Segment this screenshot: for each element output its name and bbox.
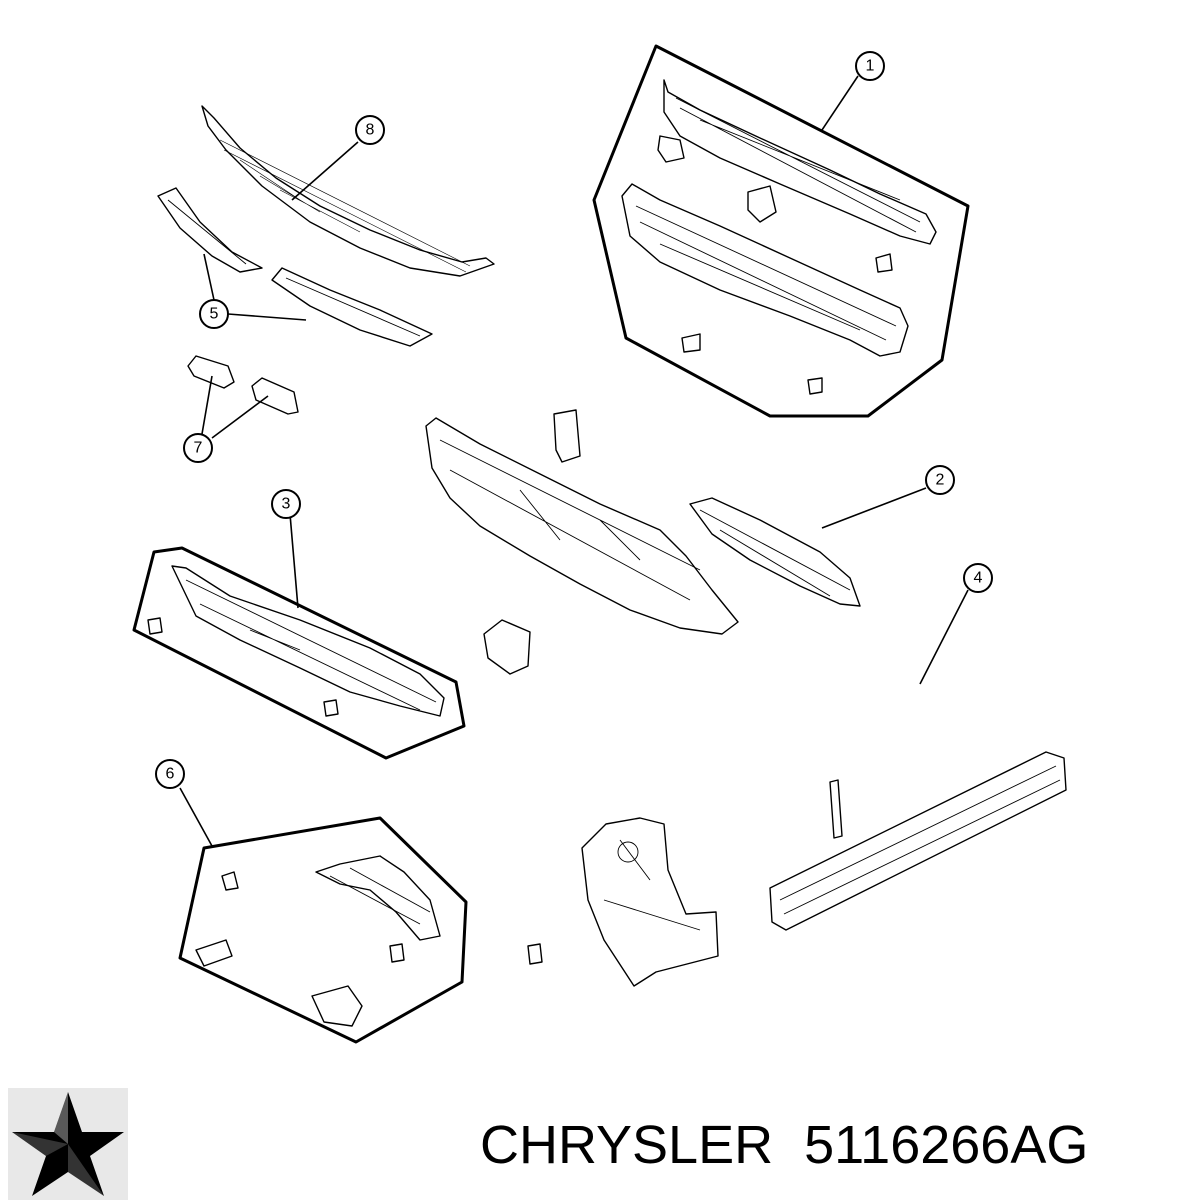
- callout-2: 2: [925, 465, 955, 495]
- part-number: 5116266AG: [804, 1115, 1089, 1175]
- clip-3a: [147, 617, 163, 635]
- dash-panel-side: [689, 497, 861, 607]
- callout-7: 7: [183, 433, 213, 463]
- cowl-top-panel: [201, 105, 495, 277]
- part-title: CHRYSLER 5116266AG: [480, 1110, 1180, 1180]
- callout-1: 1: [855, 51, 885, 81]
- part-group-6: [178, 787, 468, 1044]
- bracket-1b: [747, 185, 777, 223]
- callout-3: 3: [271, 489, 301, 519]
- callout-8: 8: [355, 115, 385, 145]
- bracket-1d: [681, 333, 701, 353]
- group-1-outline: [592, 44, 970, 418]
- part-group-5: [157, 187, 433, 347]
- group-6-outline: [178, 816, 468, 1044]
- callout-label: 5: [210, 306, 219, 323]
- chrysler-pentastar-logo-icon: [8, 1088, 128, 1200]
- pillar-panel: [581, 817, 719, 987]
- group-3-outline: [132, 546, 466, 760]
- callout-label: 1: [866, 58, 875, 75]
- part-group-2: [425, 409, 927, 675]
- clip-7b: [251, 377, 299, 415]
- cowl-trim-left: [157, 187, 263, 273]
- callout-label: 4: [974, 570, 983, 587]
- dash-panel-main: [425, 417, 739, 635]
- part-group-7: [187, 355, 299, 439]
- callout-label: 3: [282, 496, 291, 513]
- wh-bracket: [311, 985, 363, 1027]
- cowl-panel-upper: [663, 79, 937, 245]
- plenum-panel: [171, 565, 445, 717]
- wh-clip-c: [389, 943, 405, 963]
- callout-label: 6: [166, 766, 175, 783]
- callout-6: 6: [155, 759, 185, 789]
- wh-clip-a: [221, 871, 239, 891]
- sill-panel: [769, 751, 1067, 931]
- wheelhouse-inner: [315, 855, 441, 941]
- callout-label: 8: [366, 122, 375, 139]
- clip-7a: [187, 355, 235, 389]
- pillar-clip: [527, 943, 543, 965]
- bracket-1e: [807, 377, 823, 395]
- part-group-1: [592, 44, 970, 418]
- cowl-panel-lower: [621, 183, 909, 357]
- part-group-3: [132, 513, 466, 760]
- sill-bracket: [829, 779, 843, 839]
- clip-3b: [323, 699, 339, 717]
- part-group-4: [527, 589, 1067, 987]
- bracket-1a: [657, 135, 685, 163]
- dash-duct: [483, 619, 531, 675]
- callout-label: 7: [194, 440, 203, 457]
- brand-name: CHRYSLER: [480, 1115, 774, 1175]
- wh-clip-b: [195, 939, 233, 967]
- part-group-8: [201, 105, 495, 277]
- dash-bracket-top: [553, 409, 581, 463]
- callout-label: 2: [936, 472, 945, 489]
- callout-5: 5: [199, 299, 229, 329]
- callout-4: 4: [963, 563, 993, 593]
- bracket-1c: [875, 253, 893, 273]
